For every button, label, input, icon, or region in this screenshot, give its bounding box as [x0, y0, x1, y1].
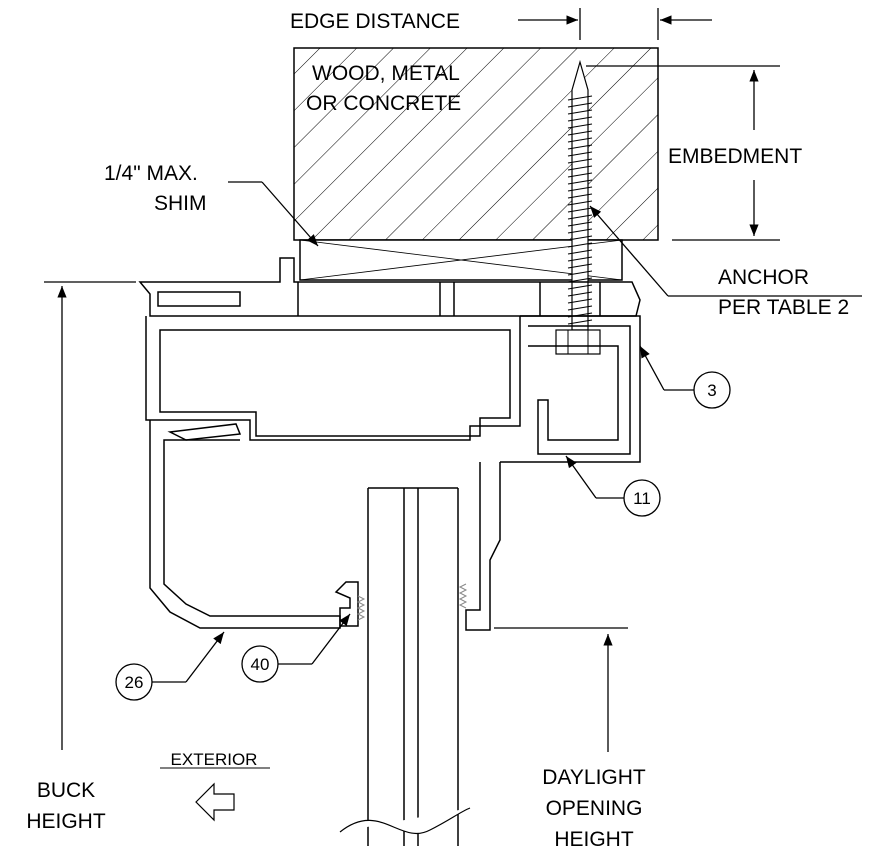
anchor-leader [589, 205, 862, 297]
daylight-label-line3: HEIGHT [554, 828, 634, 846]
buck-height-dimension [44, 281, 136, 750]
anchor-screw [555, 59, 601, 355]
callout-26: 26 [115, 631, 225, 701]
edge-distance-dimension [518, 8, 712, 40]
callout-3-number: 3 [707, 381, 716, 400]
buck-height-label-line2: HEIGHT [26, 810, 106, 833]
glass-unit [339, 487, 471, 846]
callout-26-number: 26 [125, 673, 144, 692]
embedment-dimension [586, 65, 780, 241]
buck-height-label-line1: BUCK [37, 779, 95, 802]
daylight-label-line2: OPENING [546, 797, 643, 820]
edge-distance-label: EDGE DISTANCE [290, 10, 460, 33]
callout-40: 40 [241, 613, 351, 683]
glazing-tape [356, 583, 468, 621]
substrate-label-line2: OR CONCRETE [306, 92, 461, 115]
exterior-label: EXTERIOR [171, 750, 258, 769]
exterior-arrow-icon [160, 767, 270, 822]
callout-11-number: 11 [633, 489, 651, 508]
daylight-label-line1: DAYLIGHT [542, 766, 646, 789]
frame-extrusion [138, 257, 641, 631]
daylight-dimension [494, 627, 628, 752]
anchor-label-line2: PER TABLE 2 [718, 296, 849, 319]
anchor-label-line1: ANCHOR [718, 266, 809, 289]
shim-leader [228, 181, 319, 247]
callout-40-number: 40 [251, 655, 270, 674]
embedment-label: EMBEDMENT [668, 145, 802, 168]
shim-label-line1: 1/4" MAX. [104, 162, 198, 185]
callout-11: 11 [565, 455, 661, 517]
shim-label-line2: SHIM [154, 192, 207, 215]
callout-3: 3 [639, 345, 731, 409]
substrate-label-line1: WOOD, METAL [312, 62, 460, 85]
